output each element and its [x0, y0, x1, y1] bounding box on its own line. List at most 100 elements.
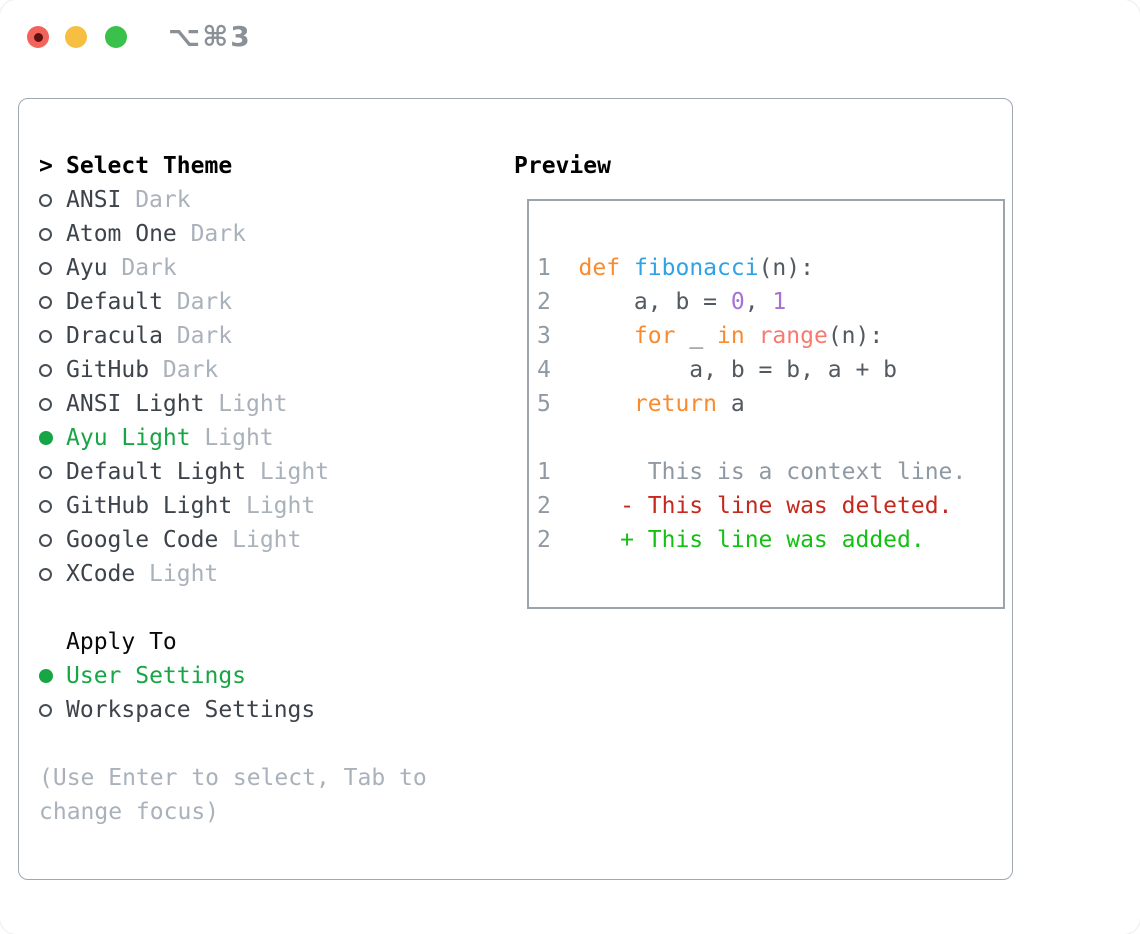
- line-number: 4: [537, 357, 551, 383]
- theme-variant-label: Light: [259, 459, 330, 485]
- theme-option[interactable]: Default Light Light: [39, 455, 497, 489]
- theme-variant-label: Dark: [176, 289, 233, 315]
- code-token: + This line was added.: [578, 527, 925, 553]
- line-number: 2: [537, 289, 551, 315]
- option-label: GitHub: [66, 357, 150, 383]
- option-label: Workspace Settings: [66, 697, 316, 723]
- theme-variant-label: Light: [204, 425, 274, 451]
- code-token: for: [633, 323, 676, 349]
- option-label: ANSI Light: [66, 391, 205, 417]
- code-line: 1 This is a context line.: [537, 455, 1003, 489]
- radio-icon: [39, 499, 66, 513]
- radio-icon: [39, 533, 66, 547]
- code-token: (n):: [758, 255, 814, 281]
- theme-option[interactable]: Atom One Dark: [39, 217, 497, 251]
- radio-icon: [39, 261, 66, 275]
- radio-selected-icon: [39, 669, 66, 683]
- code-line: 3 for _ in range(n):: [537, 319, 1003, 353]
- theme-variant-label: Dark: [190, 221, 246, 247]
- apply-option[interactable]: User Settings: [39, 659, 497, 693]
- code-token: a, b = b, a + b: [578, 357, 898, 383]
- radio-icon: [39, 465, 66, 479]
- code-line: 5 return a: [537, 387, 1003, 421]
- close-button[interactable]: [27, 26, 49, 48]
- apply-panel-header: Apply To: [39, 625, 497, 659]
- code-token: [620, 255, 634, 281]
- code-line: 2 + This line was added.: [537, 523, 1003, 557]
- radio-icon: [39, 227, 66, 241]
- minimize-button[interactable]: [65, 26, 87, 48]
- theme-panel-title: Select Theme: [66, 153, 233, 179]
- close-dot-icon: [33, 32, 43, 42]
- preview-title: Preview: [514, 153, 611, 179]
- option-label: Default: [66, 289, 163, 315]
- theme-variant-label: Light: [232, 527, 302, 553]
- option-label: Ayu Light: [66, 425, 191, 451]
- radio-icon: [39, 703, 66, 717]
- line-number: 2: [537, 527, 551, 553]
- code-token: (n):: [827, 323, 884, 349]
- option-label: GitHub Light: [66, 493, 233, 519]
- line-number: 2: [537, 493, 551, 519]
- code-line: 2 - This line was deleted.: [537, 489, 1003, 523]
- theme-option[interactable]: Ayu Light Light: [39, 421, 497, 455]
- code-line-blank: [537, 421, 1003, 455]
- option-label: Default Light: [66, 459, 247, 485]
- code-token: 0: [730, 289, 745, 315]
- code-token: [579, 323, 634, 349]
- theme-option[interactable]: Ayu Dark: [39, 251, 497, 285]
- code-token: This is a context line.: [578, 459, 967, 485]
- code-token: def: [578, 255, 621, 281]
- option-label: User Settings: [66, 663, 247, 689]
- maximize-button[interactable]: [105, 26, 127, 48]
- code-token: _: [675, 323, 718, 349]
- option-label: Ayu: [66, 255, 108, 281]
- code-token: fibonacci: [633, 255, 759, 281]
- code-line: 1 def fibonacci(n):: [537, 251, 1003, 285]
- window-titlebar: ⌥⌘3: [0, 0, 1140, 98]
- apply-option[interactable]: Workspace Settings: [39, 693, 497, 727]
- code-token: range: [758, 323, 828, 349]
- line-number: 1: [537, 255, 551, 281]
- window-title: ⌥⌘3: [168, 20, 252, 53]
- radio-icon: [39, 363, 66, 377]
- code-token: ,: [744, 289, 773, 315]
- line-number: 3: [537, 323, 551, 349]
- line-number: 1: [537, 459, 551, 485]
- code-token: 1: [772, 289, 787, 315]
- code-token: [579, 391, 634, 417]
- theme-option[interactable]: GitHub Dark: [39, 353, 497, 387]
- option-label: Google Code: [66, 527, 219, 553]
- theme-panel-header: > Select Theme: [39, 149, 497, 183]
- code-token: [745, 323, 759, 349]
- theme-variant-label: Dark: [162, 357, 219, 383]
- code-line: 2 a, b = 0, 1: [537, 285, 1003, 319]
- help-text: (Use Enter to select, Tab to change focu…: [39, 765, 427, 825]
- option-label: Atom One: [66, 221, 177, 247]
- radio-icon: [39, 397, 66, 411]
- theme-variant-label: Dark: [176, 323, 233, 349]
- radio-icon: [39, 329, 66, 343]
- theme-variant-label: Dark: [121, 255, 177, 281]
- code-line: 4 a, b = b, a + b: [537, 353, 1003, 387]
- prompt-icon: >: [39, 153, 53, 179]
- radio-selected-icon: [39, 431, 66, 445]
- theme-option[interactable]: Google Code Light: [39, 523, 497, 557]
- option-label: XCode: [66, 561, 136, 587]
- theme-option[interactable]: Default Dark: [39, 285, 497, 319]
- radio-icon: [39, 193, 66, 207]
- radio-icon: [39, 567, 66, 581]
- apply-panel-title: Apply To: [66, 629, 177, 655]
